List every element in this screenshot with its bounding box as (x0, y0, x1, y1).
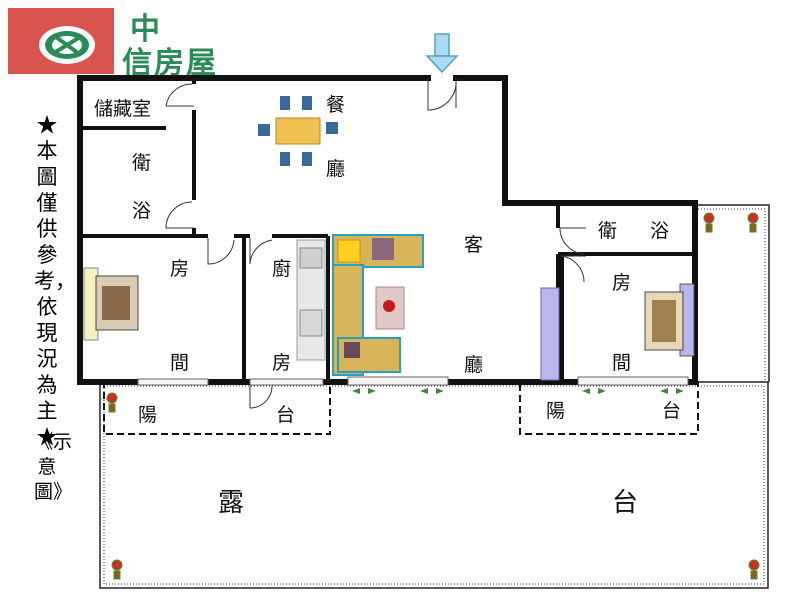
room-label-bath-left: 衛 (132, 152, 152, 174)
door-swing-icon (165, 78, 586, 409)
interior-walls (80, 80, 695, 382)
room-label-kitchen: 廚 (272, 258, 292, 280)
room-label-balcony-left: 陽 (138, 404, 158, 426)
window-arrows (352, 388, 684, 394)
room-label-bedroom-left: 間 (170, 352, 190, 374)
room-label-living: 客 (464, 234, 484, 256)
room-label-bedroom-left: 房 (170, 258, 190, 280)
kitchen-counter (296, 239, 326, 361)
room-label-bath-left: 浴 (132, 200, 152, 222)
room-label-balcony-right: 台 (662, 400, 682, 422)
room-label-balcony-right: 陽 (546, 400, 566, 422)
room-label-bedroom-right: 房 (612, 272, 632, 294)
room-label-bath-right: 浴 (650, 220, 670, 242)
room-label-dining: 廳 (326, 158, 346, 180)
plant-icon (106, 212, 760, 580)
room-label-storage: 儲藏室 (94, 98, 152, 120)
room-label-kitchen: 房 (272, 352, 292, 374)
room-label-bedroom-right: 間 (612, 352, 632, 374)
room-label-bath-right: 衛 (598, 220, 618, 242)
tv-cabinet (540, 287, 560, 381)
room-label-terrace: 台 (612, 488, 639, 518)
room-label-dining: 餐 (326, 94, 346, 116)
windows (137, 376, 689, 386)
company-logo (8, 8, 114, 74)
room-label-terrace: 露 (218, 488, 245, 518)
bed-icon (644, 283, 695, 357)
brand-name-line1: 中 (130, 12, 160, 47)
terrace-border (99, 204, 770, 589)
bed-icon (83, 267, 139, 341)
dining-table-icon (258, 96, 338, 166)
sofa-icon (332, 234, 424, 376)
exterior-walls (77, 75, 698, 385)
room-label-living: 廳 (464, 354, 484, 376)
logo-mark-icon (39, 26, 95, 64)
entry-arrow-icon (425, 33, 459, 74)
room-label-balcony-left: 台 (276, 404, 296, 426)
